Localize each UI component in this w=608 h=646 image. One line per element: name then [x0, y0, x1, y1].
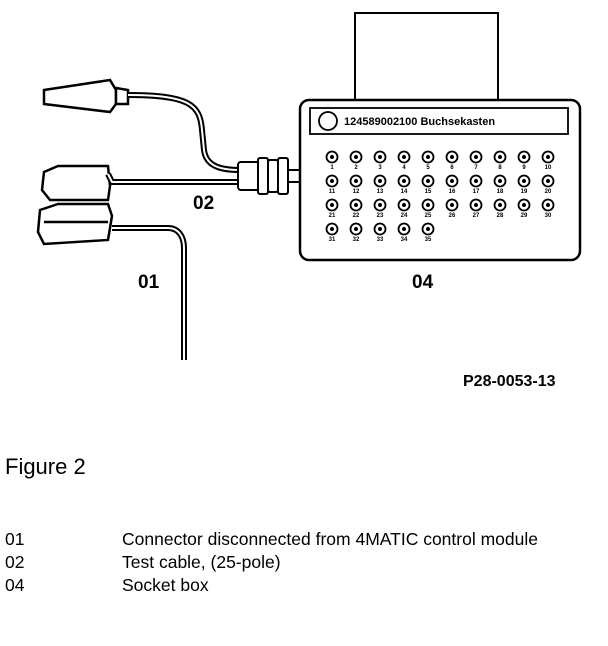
- socket-pin: [450, 155, 454, 159]
- socket-number: 30: [545, 213, 552, 219]
- socket-number: 32: [353, 237, 360, 243]
- legend-text: Connector disconnected from 4MATIC contr…: [122, 529, 538, 549]
- socket-pin: [450, 203, 454, 207]
- legend-code: 04: [5, 575, 25, 595]
- socket-number: 8: [498, 165, 502, 171]
- legend-row: 04 Socket box: [5, 574, 595, 597]
- socket-pin: [330, 227, 334, 231]
- figure-title: Figure 2: [5, 454, 86, 479]
- socket-pin: [378, 179, 382, 183]
- socket-number: 2: [354, 165, 358, 171]
- socket-pin: [522, 155, 526, 159]
- legend-row: 02 Test cable, (25-pole): [5, 551, 595, 574]
- socket-number: 21: [329, 213, 336, 219]
- socket-number: 25: [425, 213, 432, 219]
- socket-number: 35: [425, 237, 432, 243]
- lower-connector: [36, 202, 187, 360]
- socket-pin: [498, 155, 502, 159]
- socket-pin: [546, 203, 550, 207]
- socket-pin: [402, 203, 406, 207]
- socket-pin: [354, 203, 358, 207]
- socket-number: 6: [450, 165, 454, 171]
- socket-number: 20: [545, 189, 552, 195]
- socket-pin: [402, 179, 406, 183]
- socket-pin: [330, 155, 334, 159]
- socket-number: 28: [497, 213, 504, 219]
- socket-number: 24: [401, 213, 408, 219]
- socket-number: 19: [521, 189, 528, 195]
- middle-connector: [40, 164, 240, 202]
- legend-row: 01 Connector disconnected from 4MATIC co…: [5, 528, 595, 551]
- socket-pin: [402, 227, 406, 231]
- socket-pin: [378, 227, 382, 231]
- socket-pin: [426, 203, 430, 207]
- figure-code: P28-0053-13: [463, 373, 556, 390]
- legend-code: 02: [5, 552, 25, 572]
- socket-pin: [474, 203, 478, 207]
- socket-pin: [546, 179, 550, 183]
- socket-pin: [426, 179, 430, 183]
- socket-pin: [354, 179, 358, 183]
- socket-pin: [522, 203, 526, 207]
- socket-number: 34: [401, 237, 408, 243]
- socket-pin: [498, 179, 502, 183]
- callout-01: 01: [138, 272, 160, 293]
- socket-pin: [330, 179, 334, 183]
- socket-pin: [378, 203, 382, 207]
- socket-pin: [546, 155, 550, 159]
- socket-number: 17: [473, 189, 480, 195]
- socket-number: 1: [330, 165, 334, 171]
- cable-junction: [237, 157, 301, 195]
- socket-number: 7: [474, 165, 478, 171]
- socket-number: 13: [377, 189, 384, 195]
- socket-number: 23: [377, 213, 384, 219]
- socket-number: 10: [545, 165, 552, 171]
- socket-pin: [426, 227, 430, 231]
- socket-number: 27: [473, 213, 480, 219]
- socket-number: 22: [353, 213, 360, 219]
- socket-number: 5: [426, 165, 430, 171]
- upper-connector: [42, 78, 241, 173]
- socket-number: 26: [449, 213, 456, 219]
- socket-number: 33: [377, 237, 384, 243]
- socket-number: 31: [329, 237, 336, 243]
- socket-number: 3: [378, 165, 382, 171]
- callout-02: 02: [193, 193, 214, 214]
- socket-pin: [522, 179, 526, 183]
- socket-pin: [402, 155, 406, 159]
- socket-pin: [474, 155, 478, 159]
- socket-pin: [450, 179, 454, 183]
- legend-text: Socket box: [122, 575, 209, 595]
- socket-number: 9: [522, 165, 526, 171]
- socket-number: 4: [402, 165, 406, 171]
- socket-number: 16: [449, 189, 456, 195]
- socket-number: 11: [329, 189, 336, 195]
- legend-code: 01: [5, 529, 25, 549]
- socket-number: 18: [497, 189, 504, 195]
- socket-number: 12: [353, 189, 360, 195]
- socket-box-label: 124589002100 Buchsekasten: [344, 116, 495, 128]
- socket-pin: [474, 179, 478, 183]
- legend-text: Test cable, (25-pole): [122, 552, 281, 572]
- socket-number: 29: [521, 213, 528, 219]
- socket-pin: [354, 227, 358, 231]
- socket-pin: [378, 155, 382, 159]
- socket-number: 14: [401, 189, 408, 195]
- socket-pin: [498, 203, 502, 207]
- socket-number: 15: [425, 189, 432, 195]
- socket-pin: [426, 155, 430, 159]
- socket-pin: [354, 155, 358, 159]
- callout-04: 04: [412, 272, 434, 293]
- socket-pin: [330, 203, 334, 207]
- legend: 01 Connector disconnected from 4MATIC co…: [5, 528, 595, 597]
